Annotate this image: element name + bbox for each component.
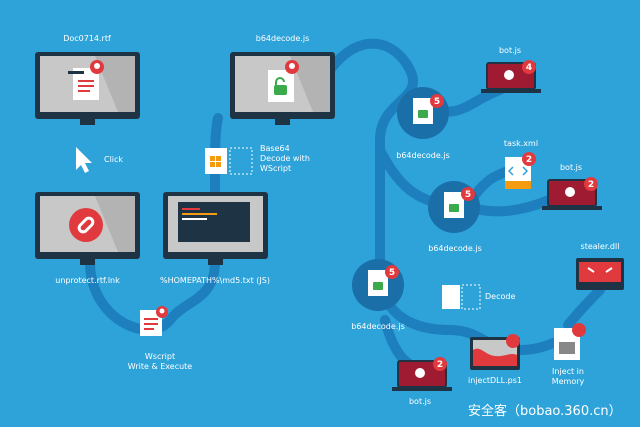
label-inject-mem: Inject in Memory xyxy=(551,367,585,386)
watermark: 安全客（bobao.360.cn） xyxy=(468,404,622,419)
badge-text-bot-1: 4 xyxy=(526,63,532,73)
skull-icon xyxy=(90,60,104,74)
label-click: Click xyxy=(104,155,124,164)
label-doc: Doc0714.rtf xyxy=(63,34,111,43)
skull-icon xyxy=(156,306,168,318)
label-stealer: stealer.dll xyxy=(580,242,620,251)
laptop-bot-3 xyxy=(392,357,452,391)
badge-b64-3 xyxy=(385,265,399,279)
monitor-terminal xyxy=(163,192,268,265)
link-icon xyxy=(69,208,103,242)
syringe-icon xyxy=(506,334,520,348)
label-bot-2: bot.js xyxy=(559,163,583,172)
cursor-icon xyxy=(76,147,92,173)
b64-node-1 xyxy=(397,87,449,139)
monitor-doc xyxy=(35,52,140,125)
label-bot-1: bot.js xyxy=(498,46,522,55)
memory-chip-icon xyxy=(554,323,586,360)
badge-text-b64-2: 5 xyxy=(465,190,471,200)
laptop-bot-2 xyxy=(542,177,602,210)
label-bot-3: bot.js xyxy=(408,397,432,406)
label-decode: Decode xyxy=(485,292,516,301)
label-b64-1: b64decode.js xyxy=(396,151,450,160)
monitor-link xyxy=(35,192,140,265)
b64-node-3 xyxy=(352,259,404,311)
skull-icon xyxy=(504,70,514,80)
xml-file-icon xyxy=(505,152,536,189)
windows-file-icon xyxy=(205,147,253,175)
badge-text-b64-1: 5 xyxy=(434,97,440,107)
powershell-chart-icon xyxy=(470,334,520,370)
label-b64-2: b64decode.js xyxy=(428,244,482,253)
badge-text-bot-3: 2 xyxy=(437,360,443,370)
badge-text-b64-3: 5 xyxy=(389,268,395,278)
label-b64-top: b64decode.js xyxy=(255,34,310,43)
label-wscript: Wscript Write & Execute xyxy=(127,352,193,371)
label-base64: Base64 Decode with WScript xyxy=(260,144,310,173)
decode-file-icon xyxy=(442,284,481,310)
label-task: task.xml xyxy=(503,139,539,148)
lock-icon xyxy=(268,70,294,102)
skull-icon xyxy=(285,60,299,74)
skull-icon xyxy=(415,368,425,378)
label-inject-dll: injectDLL.ps1 xyxy=(468,376,522,385)
badge-text-task: 2 xyxy=(526,155,532,165)
monitor-b64 xyxy=(230,52,335,125)
badge-bot-2 xyxy=(584,177,598,191)
dll-icon xyxy=(576,258,624,290)
label-homepath: %HOMEPATH%\md5.txt (JS) xyxy=(160,276,270,285)
laptop-bot-1 xyxy=(481,60,541,93)
badge-task xyxy=(522,152,536,166)
skull-icon xyxy=(565,187,575,197)
syringe-icon xyxy=(572,323,586,337)
b64-node-2 xyxy=(428,181,480,233)
badge-b64-2 xyxy=(461,187,475,201)
badge-bot-3 xyxy=(433,357,447,371)
label-b64-3: b64decode.js xyxy=(351,322,405,331)
badge-text-bot-2: 2 xyxy=(588,180,594,190)
badge-bot-1 xyxy=(522,60,536,74)
badge-b64-1 xyxy=(430,94,444,108)
label-unprotect: unprotect.rtf.lnk xyxy=(55,276,120,285)
script-icon xyxy=(140,306,168,336)
